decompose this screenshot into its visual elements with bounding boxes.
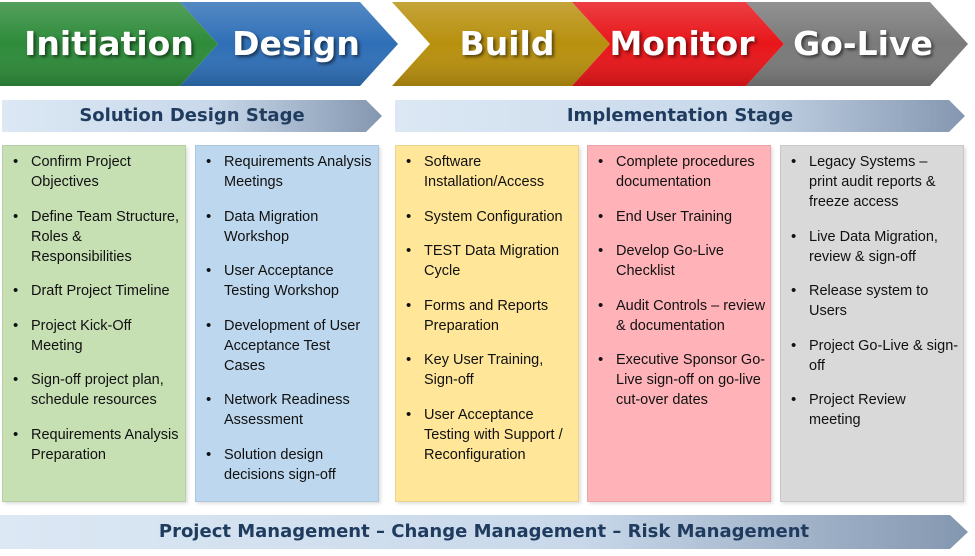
task-item: Complete procedures documentation — [596, 152, 766, 192]
phase-monitor: Monitor — [609, 24, 755, 63]
phase-chevrons — [0, 2, 968, 86]
task-list: Legacy Systems – print audit reports & f… — [789, 152, 959, 430]
task-item: Data Migration Workshop — [204, 207, 374, 247]
task-item: Software Installation/Access — [404, 152, 574, 192]
task-item: Project Go-Live & sign-off — [789, 336, 959, 376]
column-initiation: Confirm Project ObjectivesDefine Team St… — [2, 145, 186, 502]
task-item: Sign-off project plan, schedule resource… — [11, 370, 181, 410]
stage-implementation: Implementation Stage — [395, 100, 965, 132]
chevron-shading — [572, 2, 784, 86]
chevron-shading — [0, 2, 218, 86]
task-item: System Configuration — [404, 207, 574, 227]
task-item: Requirements Analysis Meetings — [204, 152, 374, 192]
column-design: Requirements Analysis MeetingsData Migra… — [195, 145, 379, 502]
task-item: Confirm Project Objectives — [11, 152, 181, 192]
phase-design: Design — [232, 24, 360, 63]
phase-build: Build — [459, 24, 555, 63]
task-item: Executive Sponsor Go-Live sign-off on go… — [596, 350, 766, 410]
task-item: Define Team Structure, Roles & Responsib… — [11, 207, 181, 267]
column-go-live: Legacy Systems – print audit reports & f… — [780, 145, 964, 502]
task-item: Project Review meeting — [789, 390, 959, 430]
task-item: Network Readiness Assessment — [204, 390, 374, 430]
stage-solution-design: Solution Design Stage — [2, 100, 382, 132]
task-item: Release system to Users — [789, 281, 959, 321]
task-list: Requirements Analysis MeetingsData Migra… — [204, 152, 374, 485]
task-list: Software Installation/AccessSystem Confi… — [404, 152, 574, 465]
task-item: End User Training — [596, 207, 766, 227]
column-monitor: Complete procedures documentationEnd Use… — [587, 145, 771, 502]
task-list: Complete procedures documentationEnd Use… — [596, 152, 766, 410]
task-item: Key User Training, Sign-off — [404, 350, 574, 390]
column-build: Software Installation/AccessSystem Confi… — [395, 145, 579, 502]
task-item: Development of User Acceptance Test Case… — [204, 316, 374, 376]
task-list: Confirm Project ObjectivesDefine Team St… — [11, 152, 181, 465]
task-item: Requirements Analysis Preparation — [11, 425, 181, 465]
task-item: User Acceptance Testing Workshop — [204, 261, 374, 301]
task-item: User Acceptance Testing with Support / R… — [404, 405, 574, 465]
chevron-shading — [180, 2, 398, 86]
task-item: Draft Project Timeline — [11, 281, 181, 301]
management-bar: Project Management – Change Management –… — [0, 515, 968, 549]
task-item: TEST Data Migration Cycle — [404, 241, 574, 281]
chevron-shading — [392, 2, 610, 86]
task-item: Project Kick-Off Meeting — [11, 316, 181, 356]
chevron-shading — [746, 2, 968, 86]
task-item: Forms and Reports Preparation — [404, 296, 574, 336]
phase-go-live: Go-Live — [793, 24, 933, 63]
task-item: Solution design decisions sign-off — [204, 445, 374, 485]
task-item: Develop Go-Live Checklist — [596, 241, 766, 281]
task-item: Live Data Migration, review & sign-off — [789, 227, 959, 267]
phase-initiation: Initiation — [24, 24, 194, 63]
task-item: Legacy Systems – print audit reports & f… — [789, 152, 959, 212]
task-item: Audit Controls – review & documentation — [596, 296, 766, 336]
